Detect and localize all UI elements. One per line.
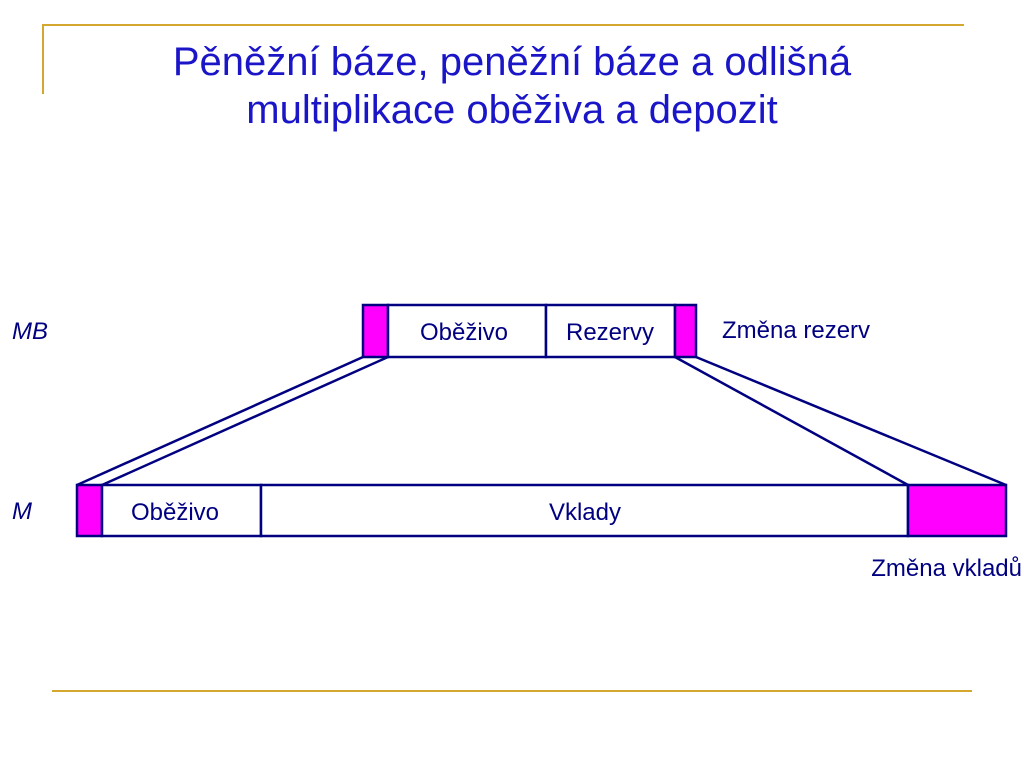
mb-currency-label: Oběživo [420,319,508,346]
deposit-change-label: Změna vkladů [871,555,1022,582]
connector-left-inner [101,355,389,487]
m-deposits-box [259,483,910,538]
m-currency-box [100,483,263,538]
slide-title: Pěněžní báze, peněžní báze a odlišná mul… [60,38,964,134]
connector-right-outer [695,355,1007,487]
reserve-change-label: Změna rezerv [722,317,870,344]
m-deposit-change-box [906,483,1008,538]
m-label: M [12,498,32,525]
mb-reserve-change-box [673,303,698,359]
mb-reserves-box [544,303,677,359]
m-currency-change-box [75,483,104,538]
slide-title-line-2: multiplikace oběživa a depozit [246,88,778,132]
slide-title-line-1: Pěněžní báze, peněžní báze a odlišná [172,40,852,84]
connector-left-outer [76,355,364,487]
mb-reserves-label: Rezervy [566,319,654,346]
frame-left-accent [42,24,44,94]
mb-currency-box [386,303,548,359]
frame-bottom-rule [52,690,972,692]
connector-right-inner [674,355,909,487]
m-deposits-label: Vklady [549,499,621,526]
frame-top-rule [42,24,964,26]
mb-currency-change-box [361,303,390,359]
m-currency-label: Oběživo [131,499,219,526]
mb-label: MB [12,318,48,345]
